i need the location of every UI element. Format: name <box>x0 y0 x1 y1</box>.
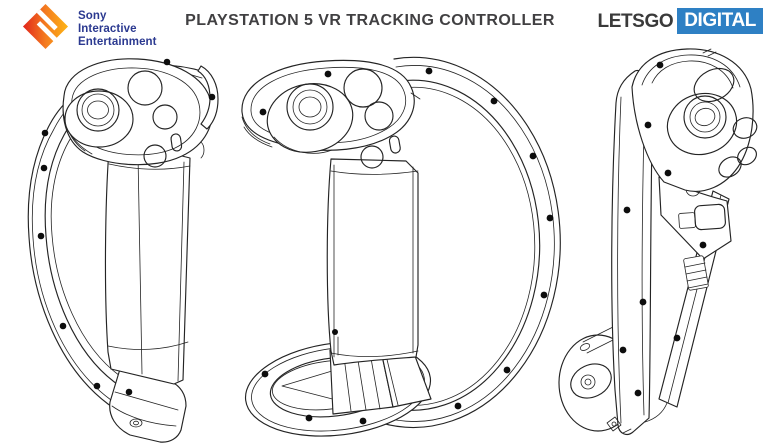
capsule-button-front <box>388 135 401 154</box>
sony-logo-text: Sony Interactive Entertainment <box>78 3 157 49</box>
header: Sony Interactive Entertainment PLAYSTATI… <box>0 0 770 56</box>
handle-left <box>104 148 191 385</box>
letsgo-wordmark: LETSGO <box>597 10 674 32</box>
joystick-right <box>683 95 727 139</box>
tracking-dots-left <box>37 58 216 396</box>
controller-drawing-front-view <box>241 56 561 437</box>
button-large-left <box>127 70 163 106</box>
button-small-front <box>364 101 394 131</box>
handle-front <box>326 158 419 366</box>
head-right <box>631 48 758 192</box>
sony-logo-line1: Sony <box>78 10 107 22</box>
foot-left <box>109 368 187 443</box>
ring-cap-left <box>197 65 219 130</box>
trigger-right <box>694 203 726 231</box>
button-lower-front <box>360 145 384 169</box>
grip-texture-right <box>683 255 709 291</box>
sony-logo-line3: Entertainment <box>78 36 157 49</box>
head-left <box>62 58 213 168</box>
joystick-base-right <box>666 92 738 156</box>
sony-logo: Sony Interactive Entertainment <box>22 3 157 50</box>
sony-diamond-icon <box>22 3 69 50</box>
page-title: PLAYSTATION 5 VR TRACKING CONTROLLER <box>185 12 555 29</box>
capsule-button-left <box>170 133 183 152</box>
button-large-front <box>343 68 383 108</box>
button-small-left <box>152 104 178 130</box>
controller-drawing-right-view <box>558 48 758 435</box>
joystick-front <box>286 83 334 131</box>
tracking-dots-right <box>619 61 707 397</box>
button-small-right <box>732 117 758 139</box>
tracking-dots-front <box>259 67 554 425</box>
letsgodigital-logo: LETSGO DIGITAL <box>597 8 763 34</box>
joystick-left <box>76 88 120 132</box>
controller-drawing-left-view <box>27 58 219 443</box>
head-front <box>241 59 421 169</box>
digital-wordmark: DIGITAL <box>677 8 763 34</box>
sony-logo-line2: Interactive <box>78 23 137 36</box>
button-large-right <box>693 67 735 103</box>
button-lower-left <box>143 144 167 168</box>
